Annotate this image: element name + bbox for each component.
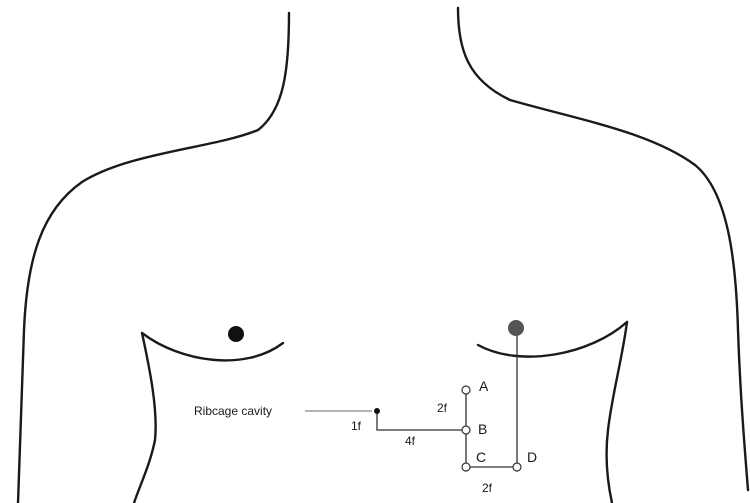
point-b-label: B [478, 421, 487, 437]
point-a [462, 386, 470, 394]
point-c [462, 463, 470, 471]
point-a-label: A [479, 378, 489, 394]
point-d-label: D [527, 449, 537, 465]
point-b [462, 426, 470, 434]
ribcage-cavity-label: Ribcage cavity [194, 404, 272, 418]
neck-right-outline [458, 8, 748, 490]
line-cavity-to-b [377, 411, 466, 430]
left-pectoral-outline [142, 333, 283, 360]
point-c-label: C [476, 449, 486, 465]
measure-a-to-b: 2f [437, 401, 448, 415]
left-torso-side-outline [134, 333, 156, 503]
ribcage-cavity-point [374, 408, 380, 414]
right-torso-side-outline [607, 322, 627, 503]
measure-cavity-offset: 1f [351, 419, 362, 433]
measure-cavity-to-b: 4f [405, 434, 416, 448]
neck-left-outline [18, 13, 289, 503]
right-nipple [508, 320, 524, 336]
point-d [513, 463, 521, 471]
left-nipple [228, 326, 244, 342]
right-pectoral-outline [478, 322, 627, 357]
measure-c-to-d: 2f [482, 481, 493, 495]
body-outline [18, 8, 748, 503]
